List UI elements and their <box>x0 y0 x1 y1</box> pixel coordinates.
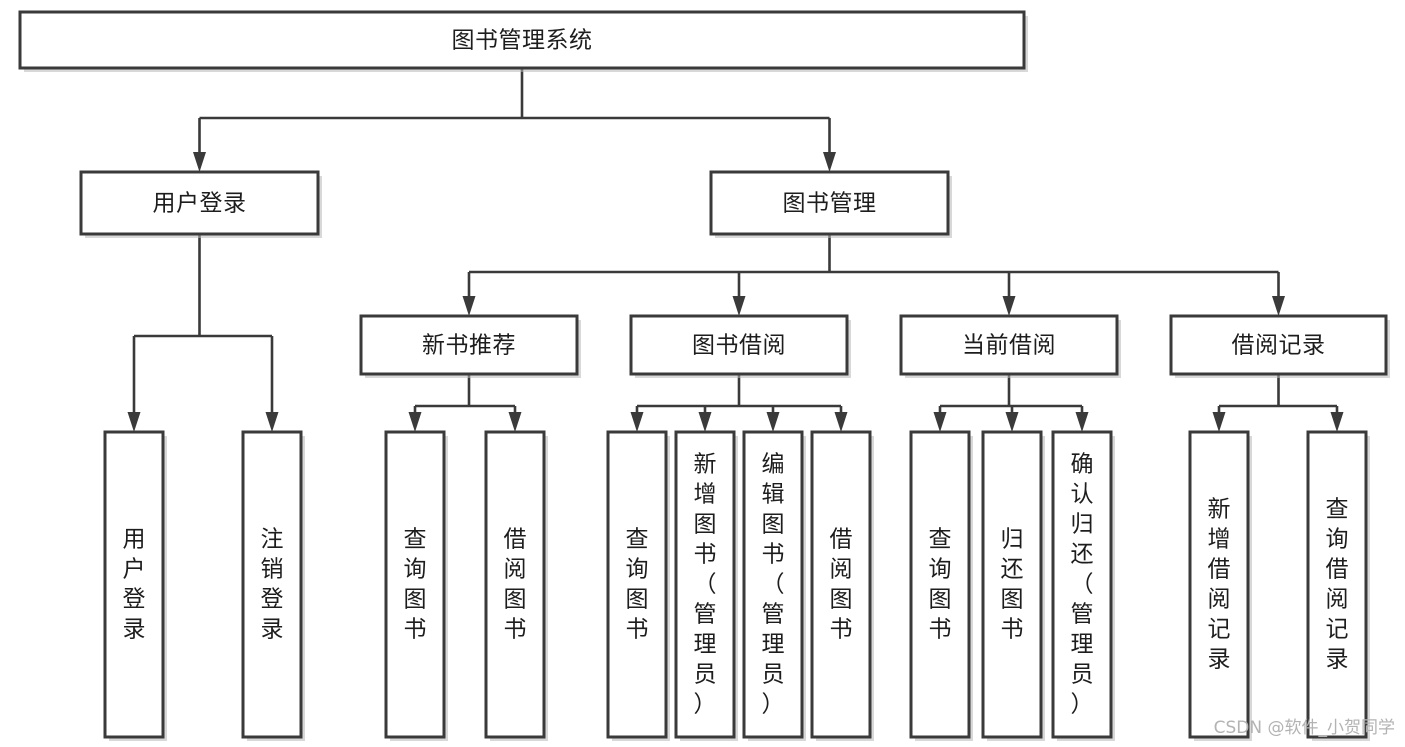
node-label: 新书推荐 <box>422 333 516 359</box>
node-current-borrow[interactable]: 当前借阅 <box>899 314 1121 378</box>
node-box <box>1169 314 1388 376</box>
arrow-head-icon <box>698 412 712 432</box>
arrow-head-icon <box>462 296 476 316</box>
node-leaf-recommend-borrow-book[interactable]: 借阅图书 <box>484 430 548 741</box>
node-label: 查询图书 <box>626 526 649 642</box>
arrow-head-icon <box>1212 412 1226 432</box>
node-new-book-recommend[interactable]: 新书推荐 <box>359 314 581 378</box>
watermark-layer: CSDN @软件_小贺同学 <box>1214 718 1395 738</box>
node-label: 图书借阅 <box>692 333 786 359</box>
arrow-head-icon <box>193 152 206 172</box>
arrow-head-icon <box>265 412 279 432</box>
node-label: 图书管理 <box>783 191 877 217</box>
arrow-head-icon <box>630 412 644 432</box>
node-leaf-borrow-edit-book[interactable]: 编辑图书（管理员） <box>742 430 806 741</box>
arrow-head-icon <box>1330 412 1344 432</box>
node-box <box>103 430 165 739</box>
node-leaf-borrow-borrow-book[interactable]: 借阅图书 <box>810 430 874 741</box>
node-root[interactable]: 图书管理系统 <box>18 10 1028 72</box>
conn-record-to-leaves <box>1212 374 1344 432</box>
node-leaf-record-query-record[interactable]: 查询借阅记录 <box>1306 430 1370 741</box>
node-label: 用户登录 <box>153 191 247 217</box>
connector-layer <box>127 68 1344 432</box>
node-label: 查询图书 <box>404 526 427 642</box>
node-leaf-borrow-query-book[interactable]: 查询图书 <box>606 430 670 741</box>
node-box <box>709 170 950 236</box>
arrow-head-icon <box>127 412 141 432</box>
conn-root-to-level2 <box>193 68 836 172</box>
node-label: 新增借阅记录 <box>1208 496 1231 672</box>
node-box <box>981 430 1043 739</box>
node-label: 当前借阅 <box>962 333 1056 359</box>
arrow-head-icon <box>1075 412 1089 432</box>
node-leaf-recommend-query-book[interactable]: 查询图书 <box>384 430 448 741</box>
node-leaf-current-return-book[interactable]: 归还图书 <box>981 430 1045 741</box>
node-label: 图书管理系统 <box>452 28 593 54</box>
arrow-head-icon <box>1002 296 1016 316</box>
arrow-head-icon <box>834 412 848 432</box>
node-label: 借阅图书 <box>504 526 527 642</box>
conn-bookmgmt-to-level3 <box>462 234 1285 316</box>
node-book-management[interactable]: 图书管理 <box>709 170 952 238</box>
node-box <box>899 314 1119 376</box>
node-leaf-current-confirm-return[interactable]: 确认归还（管理员） <box>1051 430 1115 741</box>
node-box <box>810 430 872 739</box>
node-box <box>484 430 546 739</box>
arrow-head-icon <box>766 412 780 432</box>
node-label: 归还图书 <box>1001 526 1024 642</box>
node-label: 编辑图书（管理员） <box>762 451 785 717</box>
arrow-head-icon <box>1272 296 1285 316</box>
node-layer: 图书管理系统用户登录图书管理新书推荐图书借阅当前借阅借阅记录用户登录注销登录查询… <box>18 10 1390 741</box>
node-label: 确认归还（管理员） <box>1071 451 1094 717</box>
arrow-head-icon <box>823 152 836 172</box>
node-box <box>606 430 668 739</box>
node-box <box>1188 430 1250 739</box>
node-box <box>384 430 446 739</box>
node-leaf-user-login[interactable]: 用户登录 <box>103 430 167 741</box>
node-box <box>742 430 804 739</box>
node-label: 借阅记录 <box>1232 333 1326 359</box>
conn-userlogin-to-leaves <box>127 234 279 432</box>
node-box <box>674 430 736 739</box>
node-label: 新增图书（管理员） <box>694 451 717 717</box>
node-leaf-borrow-add-book[interactable]: 新增图书（管理员） <box>674 430 738 741</box>
node-box <box>1051 430 1113 739</box>
node-box <box>1306 430 1368 739</box>
node-label: 用户登录 <box>123 526 146 642</box>
node-box <box>241 430 303 739</box>
node-leaf-current-query-book[interactable]: 查询图书 <box>909 430 973 741</box>
node-box <box>359 314 579 376</box>
arrow-head-icon <box>508 412 522 432</box>
node-label: 借阅图书 <box>830 526 853 642</box>
arrow-head-icon <box>1005 412 1019 432</box>
node-leaf-user-logout[interactable]: 注销登录 <box>241 430 305 741</box>
arrow-head-icon <box>408 412 422 432</box>
node-label: 查询图书 <box>929 526 952 642</box>
node-label: 查询借阅记录 <box>1326 496 1349 672</box>
arrow-head-icon <box>933 412 947 432</box>
node-box <box>909 430 971 739</box>
node-book-borrow[interactable]: 图书借阅 <box>629 314 851 378</box>
conn-recommend-to-leaves <box>408 374 522 432</box>
node-leaf-record-add-record[interactable]: 新增借阅记录 <box>1188 430 1252 741</box>
node-box <box>79 170 320 236</box>
conn-current-to-leaves <box>933 374 1089 432</box>
conn-borrow-to-leaves <box>630 374 848 432</box>
node-box <box>18 10 1026 70</box>
node-borrow-record[interactable]: 借阅记录 <box>1169 314 1390 378</box>
node-box <box>629 314 849 376</box>
node-user-login[interactable]: 用户登录 <box>79 170 322 238</box>
arrow-head-icon <box>732 296 746 316</box>
node-label: 注销登录 <box>261 526 284 642</box>
csdn-watermark: CSDN @软件_小贺同学 <box>1214 718 1395 738</box>
